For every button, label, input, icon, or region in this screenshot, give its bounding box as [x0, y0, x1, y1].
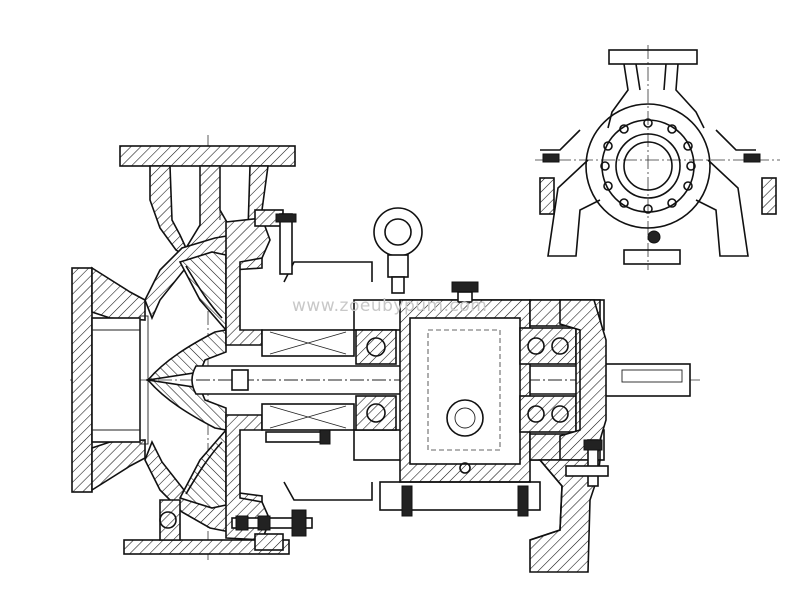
end-view: [535, 45, 780, 270]
lifting-eye: [373, 207, 423, 294]
drain-plug: [647, 230, 661, 244]
watermark: www.zoeubypum.com: [292, 296, 487, 316]
flange-bolt-holes: [600, 118, 696, 214]
end-view-foot-left: [539, 177, 555, 215]
bearing-housing: [283, 261, 605, 511]
end-view-casing: [585, 103, 711, 229]
oil-vent-plug: [451, 281, 479, 303]
oil-sight-glass: [446, 399, 484, 474]
bearing-inner: [355, 329, 397, 431]
end-view-foot-right: [761, 177, 777, 215]
seal-chamber: [261, 329, 355, 431]
side-section-view: www.zoeubypum.com: [70, 135, 700, 573]
end-view-discharge-flange: [608, 49, 698, 65]
impeller: [145, 251, 227, 509]
bolts: [231, 213, 609, 537]
suction-flange: [71, 266, 149, 493]
